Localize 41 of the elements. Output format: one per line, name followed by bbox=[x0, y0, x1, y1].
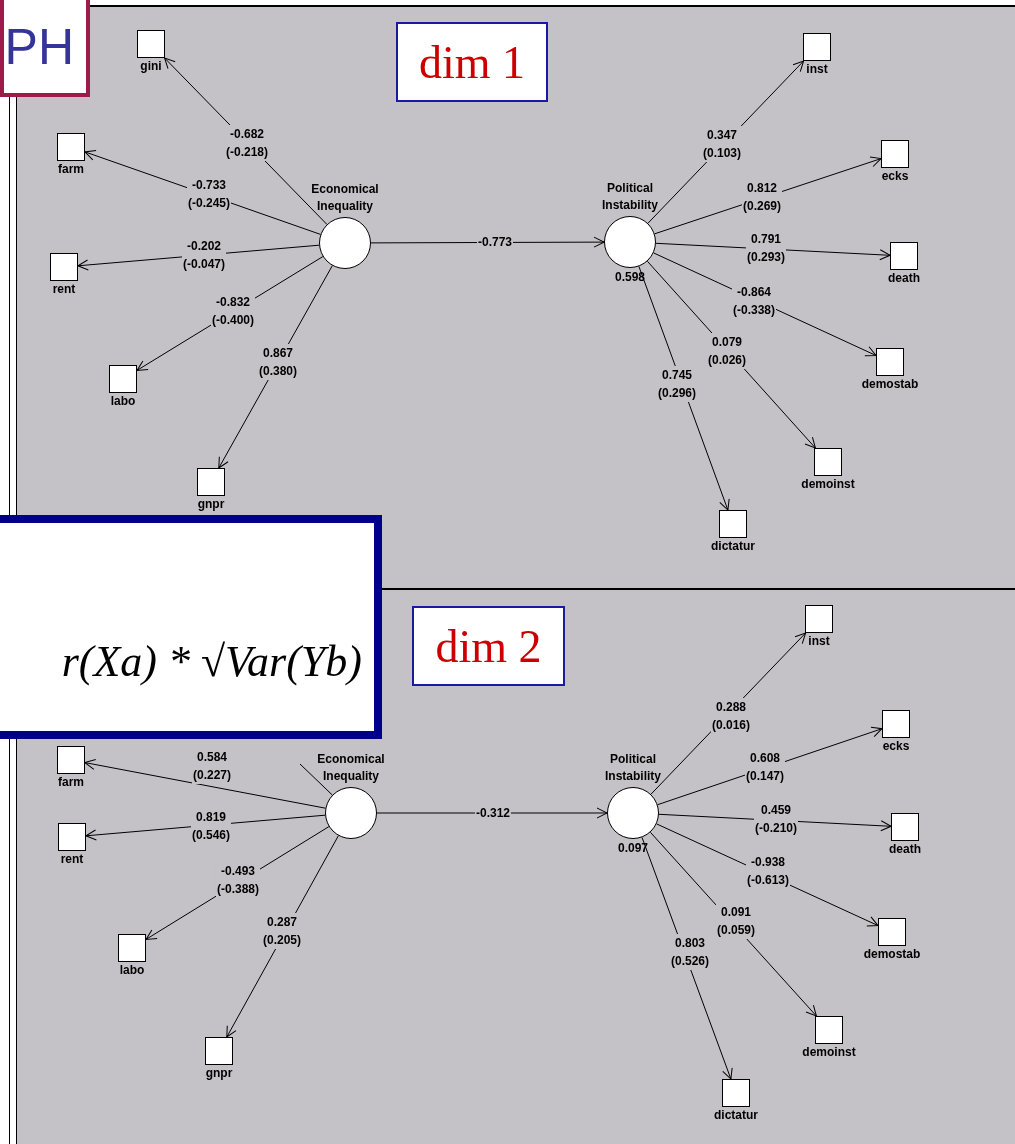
edge-label: -0.682 (-0.218) bbox=[225, 125, 269, 161]
r-squared-value: 0.097 bbox=[617, 840, 649, 857]
variable-label: demoinst bbox=[801, 477, 855, 491]
variable-label: ecks bbox=[881, 169, 909, 183]
variable-label: rent bbox=[52, 282, 76, 296]
variable-label: dictatur bbox=[714, 1108, 758, 1122]
variable-label: demostab bbox=[863, 947, 921, 961]
variable-label: death bbox=[889, 842, 921, 856]
edge-label: 0.745 (0.296) bbox=[657, 366, 697, 402]
variable-label: death bbox=[888, 271, 920, 285]
variable-label: dictatur bbox=[711, 539, 755, 553]
variable-label: inst bbox=[806, 62, 828, 76]
variable-label: ecks bbox=[882, 739, 910, 753]
dimension-tag: dim 2 bbox=[412, 606, 565, 686]
latent-variable-label: Economical Inequality bbox=[316, 751, 386, 785]
variable-label: gini bbox=[140, 59, 162, 73]
latent-variable-label: Political Instability bbox=[604, 751, 662, 785]
latent-variable-label: Economical Inequality bbox=[310, 181, 380, 215]
variable-label: gnpr bbox=[197, 497, 225, 511]
variable-label: demoinst bbox=[802, 1045, 856, 1059]
variable-label: farm bbox=[58, 775, 84, 789]
formula: r(Xa) * √Var(Yb) bbox=[0, 515, 382, 739]
edge-label: 0.079 (0.026) bbox=[707, 333, 747, 369]
edge-label: 0.287 (0.205) bbox=[262, 913, 302, 949]
variable-label: labo bbox=[110, 394, 136, 408]
variable-label: inst bbox=[808, 634, 830, 648]
arrow bbox=[84, 759, 326, 809]
variable-label: demostab bbox=[861, 377, 919, 391]
edge-label: 0.867 (0.380) bbox=[258, 344, 298, 380]
latent-variable-label: Political Instability bbox=[601, 180, 659, 214]
edge-label: 0.347 (0.103) bbox=[702, 126, 742, 162]
edge-label: 0.803 (0.526) bbox=[670, 934, 710, 970]
heading-fragment: PH bbox=[0, 0, 90, 97]
edge-label: 0.091 (0.059) bbox=[716, 903, 756, 939]
dimension-tag: dim 1 bbox=[396, 22, 548, 102]
edge-label: 0.288 (0.016) bbox=[711, 698, 751, 734]
variable-label: farm bbox=[58, 162, 84, 176]
variable-label: labo bbox=[119, 963, 145, 977]
variable-label: rent bbox=[60, 852, 84, 866]
variable-label: gnpr bbox=[205, 1066, 233, 1080]
r-squared-value: 0.598 bbox=[614, 269, 646, 286]
